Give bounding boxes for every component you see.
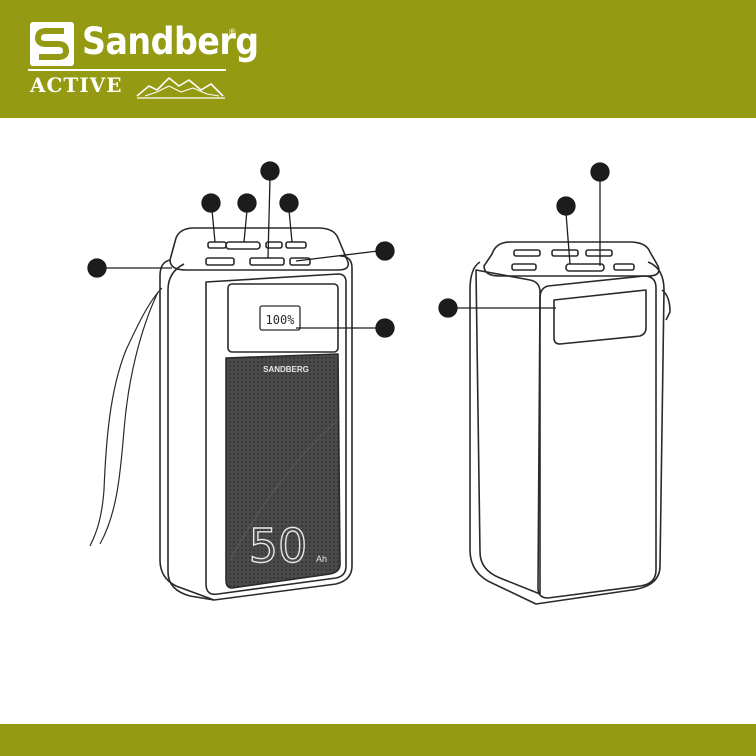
callout-marker xyxy=(439,299,457,317)
product-illustration: 100% SANDBERG 50 Ah xyxy=(0,118,756,724)
display-digits: 100% xyxy=(266,313,296,327)
back-port-3 xyxy=(586,250,612,256)
back-face-panel xyxy=(538,276,656,598)
port-1 xyxy=(208,242,226,248)
sandberg-logo-icon xyxy=(30,22,74,66)
mountains-icon xyxy=(135,70,227,100)
port-6 xyxy=(250,258,284,265)
back-label-window xyxy=(554,290,646,344)
callout-marker xyxy=(238,194,256,212)
back-view xyxy=(470,242,670,604)
registered-mark: ® xyxy=(229,27,236,37)
port-2 xyxy=(226,242,260,249)
back-port-6 xyxy=(614,264,634,270)
callout-marker xyxy=(591,163,609,181)
sub-brand-active: ACTIVE xyxy=(30,72,122,98)
callout-marker xyxy=(280,194,298,212)
lanyard-cord-2 xyxy=(100,292,158,544)
front-logo: SANDBERG xyxy=(263,365,309,374)
port-5 xyxy=(206,258,234,265)
callout-marker xyxy=(376,319,394,337)
callout-marker xyxy=(261,162,279,180)
footer-band xyxy=(0,724,756,756)
callout-marker xyxy=(376,242,394,260)
callout-marker xyxy=(557,197,575,215)
back-body xyxy=(470,262,664,604)
header-band: Sandberg ® ACTIVE xyxy=(0,0,756,118)
brand-name: Sandberg xyxy=(82,19,259,65)
back-inner-panel xyxy=(476,270,540,594)
back-port-1 xyxy=(514,250,540,256)
port-4 xyxy=(286,242,306,248)
callout-marker xyxy=(202,194,220,212)
lanyard-cord xyxy=(90,288,162,546)
back-port-4 xyxy=(512,264,536,270)
capacity-unit: Ah xyxy=(316,554,327,564)
back-port-2 xyxy=(552,250,578,256)
capacity-number: 50 xyxy=(249,519,308,573)
back-port-5 xyxy=(566,264,604,271)
front-view xyxy=(90,228,352,600)
callout-marker xyxy=(88,259,106,277)
